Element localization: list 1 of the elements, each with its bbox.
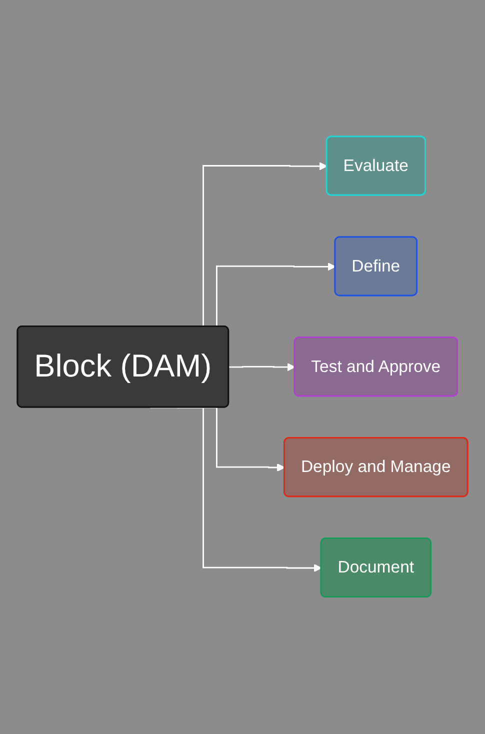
arrow (228, 363, 296, 372)
